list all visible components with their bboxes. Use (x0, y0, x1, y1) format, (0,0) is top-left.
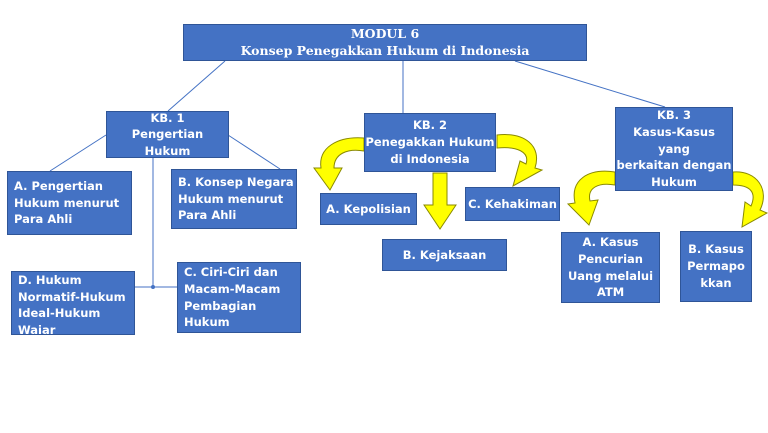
curved-arrow-kasus-atm (566, 170, 616, 226)
connector-root-kb3 (514, 60, 666, 108)
kb2-topic-c-label: C. Kehakiman (468, 196, 557, 211)
kb1-topic-d-line4: Wajar (18, 323, 56, 335)
kb2-title-line2: di Indonesia (390, 151, 470, 166)
kb2-topic-a-label: A. Kepolisian (326, 201, 411, 216)
kb1-topic-d-box: D. Hukum Normatif-Hukum Ideal-Hukum Waja… (11, 271, 135, 335)
connector-root-kb1 (167, 60, 226, 112)
kb3-title-line1: Kasus-Kasus yang (633, 125, 715, 156)
curved-arrow-kepolisian (313, 137, 365, 191)
kb3-topic-a-line4: ATM (596, 285, 625, 300)
kb1-number: KB. 1 (150, 110, 185, 125)
connector-junction-dot (151, 285, 155, 289)
kb1-title: Pengertian Hukum (131, 127, 204, 158)
kb3-title-line3: Hukum (651, 175, 697, 190)
kb1-topic-a-line3: Para Ahli (14, 212, 73, 227)
kb2-box: KB. 2 Penegakkan Hukum di Indonesia (364, 113, 496, 172)
connector-kb1-a (49, 134, 107, 172)
module-root-box: MODUL 6 Konsep Penegakkan Hukum di Indon… (183, 24, 587, 61)
kb3-topic-b-line1: B. Kasus (688, 242, 744, 257)
curved-arrow-kasus-permapokkan (732, 171, 768, 228)
kb1-topic-b-line3: Para Ahli (178, 208, 237, 223)
kb3-topic-a-line3: Uang melalui (567, 268, 654, 283)
down-arrow-kejaksaan (423, 172, 457, 230)
kb1-topic-c-line1: C. Ciri-Ciri dan (184, 265, 278, 280)
kb3-topic-a-line2: Pencurian (578, 251, 643, 266)
kb1-topic-b-box: B. Konsep Negara Hukum menurut Para Ahli (171, 169, 297, 229)
kb1-topic-c-box: C. Ciri-Ciri dan Macam-Macam Pembagian H… (177, 262, 301, 333)
kb2-topic-b-box: B. Kejaksaan (382, 239, 507, 271)
kb1-box: KB. 1 Pengertian Hukum (106, 111, 229, 158)
kb3-number: KB. 3 (656, 108, 692, 123)
curved-arrow-kehakiman (496, 134, 544, 188)
kb1-topic-a-box: A. Pengertian Hukum menurut Para Ahli (7, 171, 132, 235)
kb3-topic-a-box: A. Kasus Pencurian Uang melalui ATM (561, 232, 660, 303)
kb3-topic-a-line1: A. Kasus (582, 235, 639, 250)
kb1-topic-c-line2: Macam-Macam (184, 281, 281, 296)
kb3-topic-b-line3: kkan (700, 275, 732, 290)
kb1-topic-d-line3: Ideal-Hukum (18, 306, 101, 321)
kb1-topic-b-line1: B. Konsep Negara (178, 174, 294, 189)
connector-kb1-b (227, 134, 281, 170)
kb3-box: KB. 3 Kasus-Kasus yang berkaitan dengan … (615, 107, 733, 191)
kb2-title-line1: Penegakkan Hukum (365, 135, 495, 150)
module-number: MODUL 6 (350, 26, 420, 42)
kb3-topic-b-line2: Permapo (687, 259, 745, 274)
kb1-topic-a-line1: A. Pengertian (14, 178, 103, 193)
kb2-topic-a-box: A. Kepolisian (320, 193, 417, 225)
kb1-topic-c-line3: Pembagian Hukum (184, 298, 257, 330)
kb1-topic-b-line2: Hukum menurut (178, 191, 284, 206)
kb1-topic-d-line2: Normatif-Hukum (18, 289, 126, 304)
kb1-topic-d-line1: D. Hukum (18, 273, 82, 287)
kb2-number: KB. 2 (412, 118, 448, 133)
kb3-title-line2: berkaitan dengan (616, 158, 732, 173)
module-title: Konsep Penegakkan Hukum di Indonesia (240, 42, 530, 58)
kb1-topic-a-line2: Hukum menurut (14, 195, 120, 210)
kb2-topic-c-box: C. Kehakiman (465, 187, 560, 221)
kb2-topic-b-label: B. Kejaksaan (402, 247, 487, 262)
kb3-topic-b-box: B. Kasus Permapo kkan (680, 231, 752, 302)
